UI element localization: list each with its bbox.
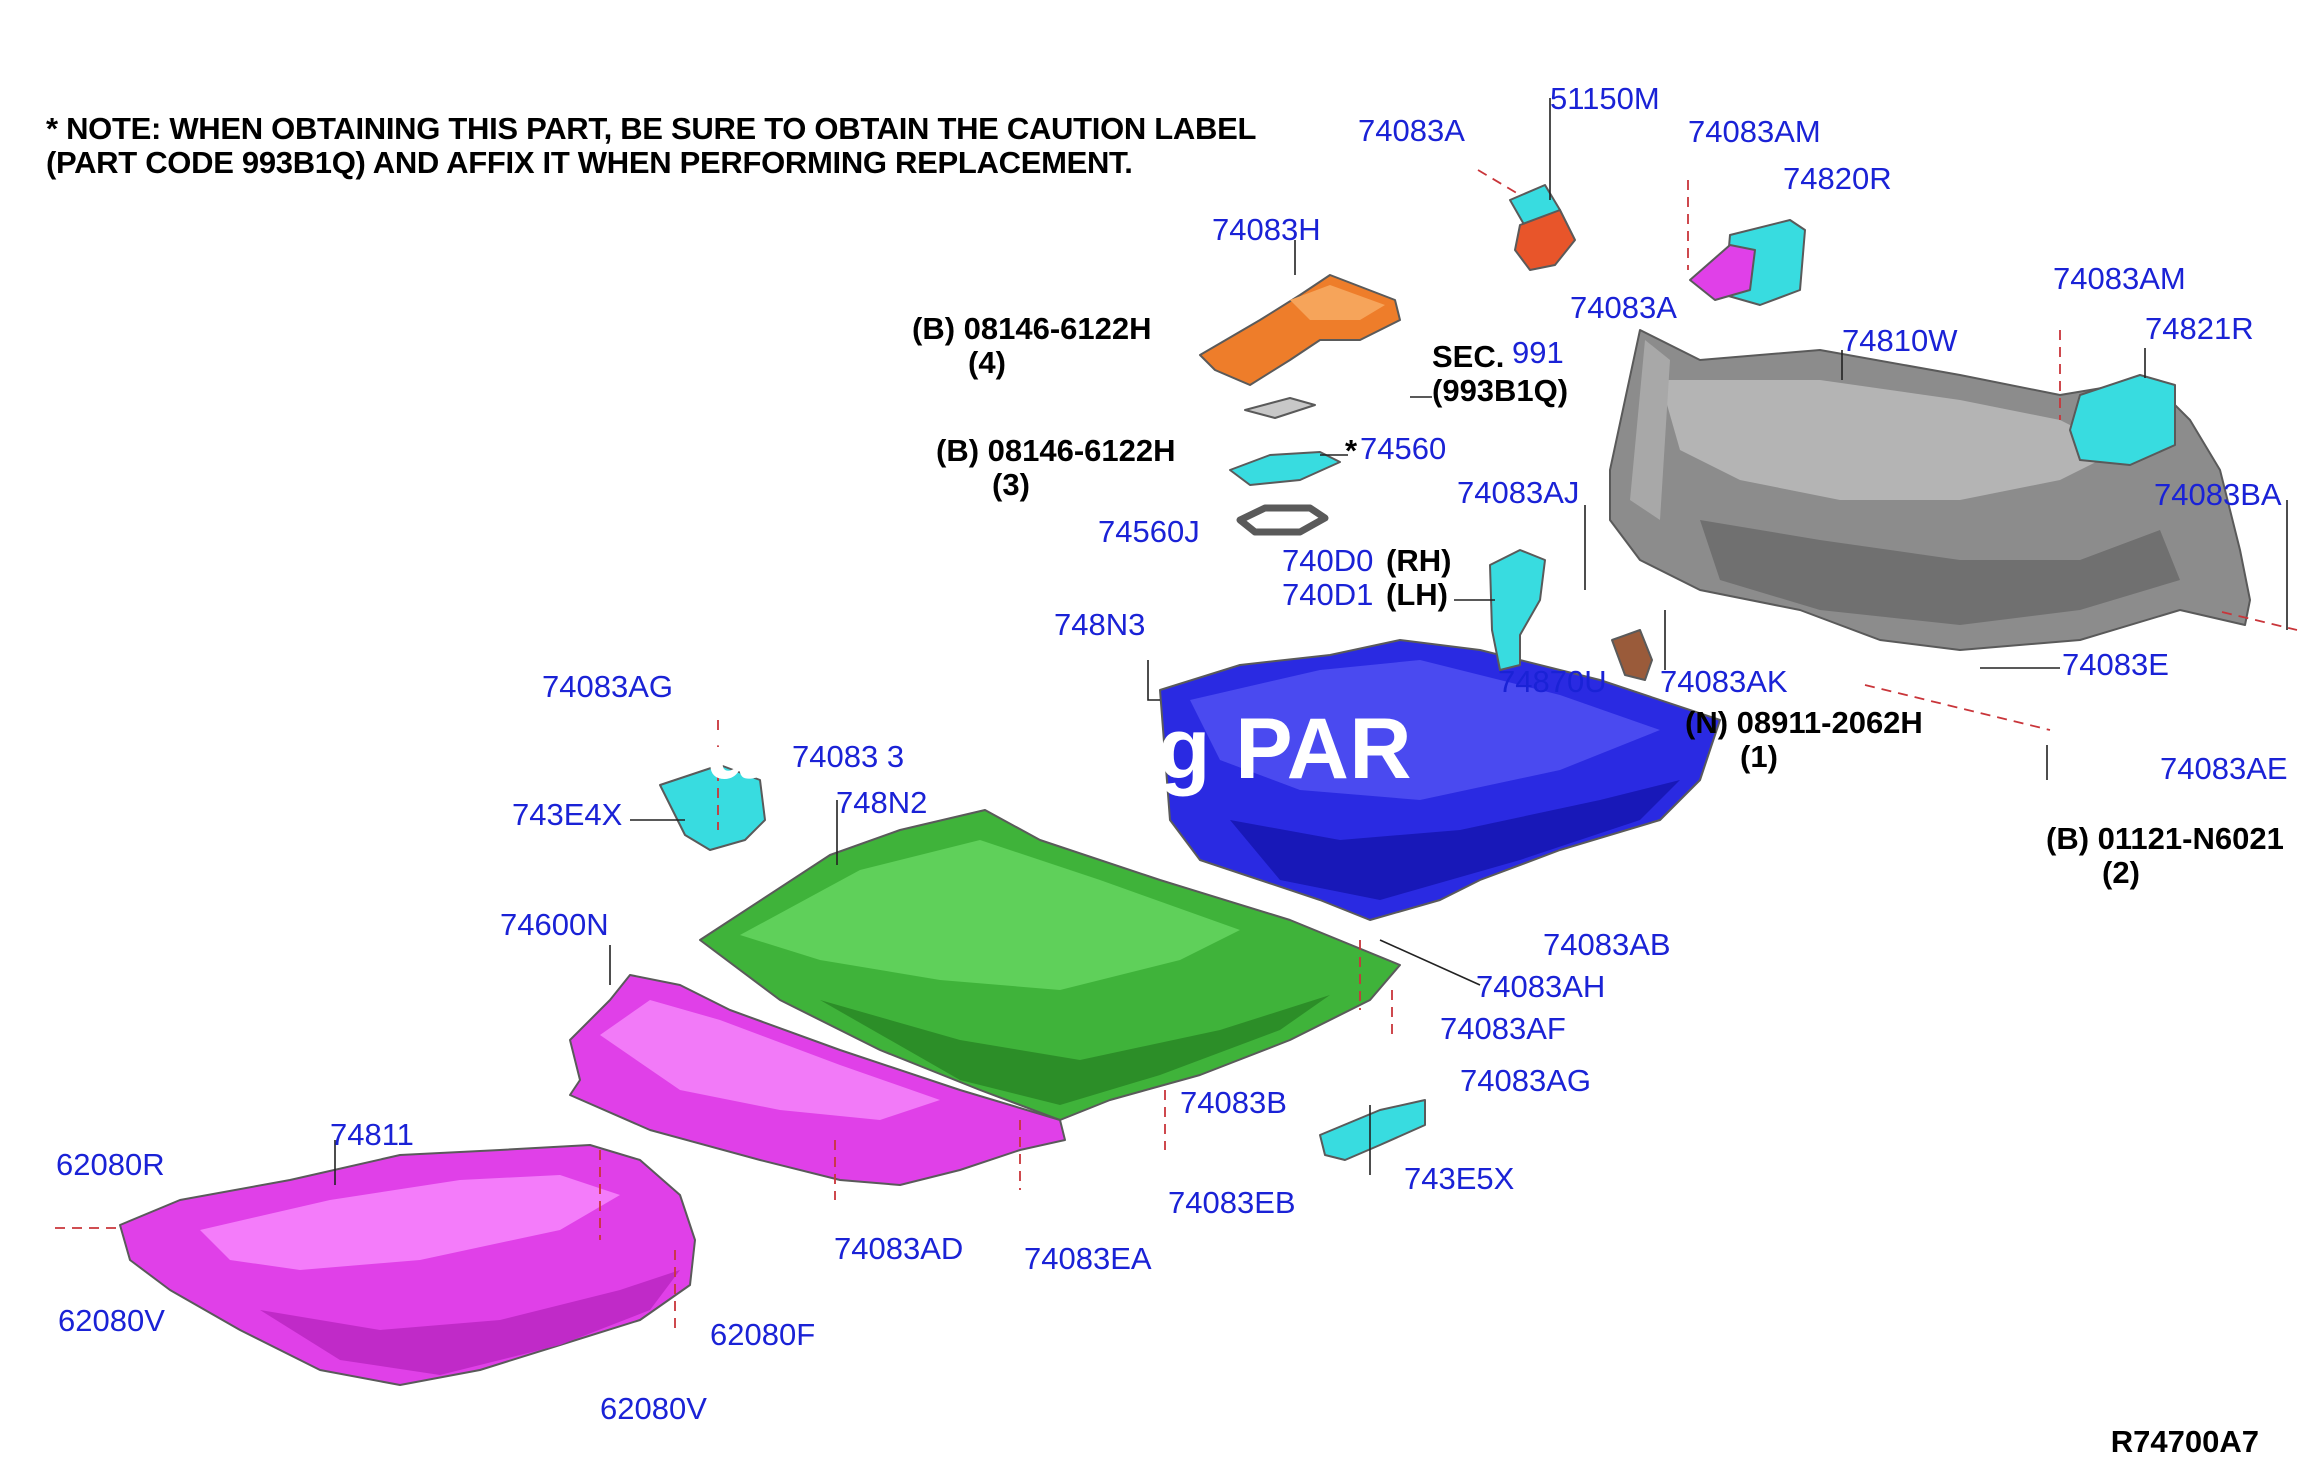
label-62080F[interactable]: 62080F (710, 1317, 816, 1352)
label-74811[interactable]: 74811 (330, 1117, 414, 1152)
leader-lines (334, 98, 2288, 1185)
label-740D1[interactable]: 740D1 (1282, 577, 1374, 612)
label-rh: (RH) (1386, 543, 1452, 578)
label-74083AM-1[interactable]: 74083AM (1688, 114, 1821, 149)
label-74083BA[interactable]: 74083BA (2154, 477, 2282, 512)
under-cover-748N3[interactable] (1159, 639, 1721, 921)
label-74083AB[interactable]: 74083AB (1543, 927, 1671, 962)
label-51150M[interactable]: 51150M (1550, 81, 1660, 116)
label-lh: (LH) (1386, 577, 1448, 612)
label-08146-6122H-4[interactable]: (B) 08146-6122H (912, 311, 1152, 346)
under-cover-748N2[interactable] (699, 809, 1401, 1121)
label-08146-6122H-3[interactable]: (B) 08146-6122H (936, 433, 1176, 468)
label-sec-991[interactable]: 991 (1512, 335, 1564, 370)
label-74083A-1[interactable]: 74083A (1358, 113, 1465, 148)
diagram-code: R74700A7 (2110, 1424, 2259, 1459)
bracket-51150M[interactable] (1509, 184, 1576, 271)
label-748N3[interactable]: 748N3 (1054, 607, 1146, 642)
bracket-743E4X[interactable] (659, 764, 766, 851)
label-74810W[interactable]: 74810W (1842, 323, 1958, 358)
label-08146-6122H-4-qty: (4) (968, 345, 1006, 380)
label-74083H[interactable]: 74083H (1212, 212, 1321, 247)
label-sec: SEC. (1432, 339, 1505, 374)
label-743E5X[interactable]: 743E5X (1404, 1161, 1515, 1196)
caution-note-line1: * NOTE: WHEN OBTAINING THIS PART, BE SUR… (46, 111, 1257, 146)
label-74560J[interactable]: 74560J (1098, 514, 1200, 549)
bracket-74820R[interactable] (1689, 219, 1806, 306)
label-74083AH[interactable]: 74083AH (1476, 969, 1606, 1004)
bracket-743E5X[interactable] (1319, 1099, 1426, 1161)
label-74083AJ[interactable]: 74083AJ (1457, 475, 1580, 510)
label-01121-N6021[interactable]: (B) 01121-N6021 (2046, 821, 2284, 856)
label-74083AD[interactable]: 74083AD (834, 1231, 964, 1266)
label-74600N[interactable]: 74600N (500, 907, 609, 942)
label-74083AF[interactable]: 74083AF (1440, 1011, 1566, 1046)
bracket-740D0[interactable] (1489, 549, 1546, 671)
label-74083AE[interactable]: 74083AE (2160, 751, 2288, 786)
label-74083E[interactable]: 74083E (2062, 647, 2169, 682)
seal-74560J[interactable] (1236, 504, 1329, 536)
label-74560[interactable]: 74560 (1360, 431, 1447, 466)
fastener-axes (55, 169, 2298, 1335)
label-08911-2062H[interactable]: (N) 08911-2062H (1685, 705, 1923, 740)
label-740D0[interactable]: 740D0 (1282, 543, 1374, 578)
label-74083AG-2[interactable]: 74083AG (1460, 1063, 1591, 1098)
label-62080R[interactable]: 62080R (56, 1147, 165, 1182)
label-74083EA[interactable]: 74083EA (1024, 1241, 1152, 1276)
caution-note: * NOTE: WHEN OBTAINING THIS PART, BE SUR… (46, 112, 1256, 180)
label-74821R[interactable]: 74821R (2145, 311, 2254, 346)
label-62080V-1[interactable]: 62080V (58, 1303, 165, 1338)
label-01121-N6021-qty: (2) (2102, 855, 2140, 890)
label-748N2[interactable]: 748N2 (836, 785, 928, 820)
label-74083-3[interactable]: 74083 3 (792, 739, 905, 774)
label-74083B[interactable]: 74083B (1180, 1085, 1287, 1120)
bracket-74821R[interactable] (2069, 374, 2176, 466)
label-08911-2062H-qty: (1) (1740, 739, 1778, 774)
label-star: * (1345, 433, 1358, 468)
label-74083AM-2[interactable]: 74083AM (2053, 261, 2186, 296)
under-cover-74811[interactable] (119, 1144, 696, 1386)
under-cover-74600N[interactable] (569, 974, 1066, 1186)
caution-label-993B1Q[interactable] (1244, 397, 1316, 419)
caution-note-line2: (PART CODE 993B1Q) AND AFFIX IT WHEN PER… (46, 145, 1133, 180)
bracket-74083H[interactable] (1199, 274, 1401, 386)
label-62080V-2[interactable]: 62080V (600, 1391, 707, 1426)
label-74870U[interactable]: 74870U (1498, 664, 1607, 699)
label-sec-993B1Q: (993B1Q) (1432, 373, 1569, 408)
part-74560[interactable] (1229, 451, 1341, 486)
label-743E4X[interactable]: 743E4X (512, 797, 623, 832)
bracket-74870U[interactable] (1611, 629, 1653, 681)
label-74083A-2[interactable]: 74083A (1570, 290, 1677, 325)
label-74083EB[interactable]: 74083EB (1168, 1185, 1296, 1220)
label-74083AG-1[interactable]: 74083AG (542, 669, 673, 704)
label-74083AK[interactable]: 74083AK (1660, 664, 1788, 699)
watermark: Parts Catalog PAR (650, 701, 1412, 797)
label-74820R[interactable]: 74820R (1783, 161, 1892, 196)
label-08146-6122H-3-qty: (3) (992, 467, 1030, 502)
